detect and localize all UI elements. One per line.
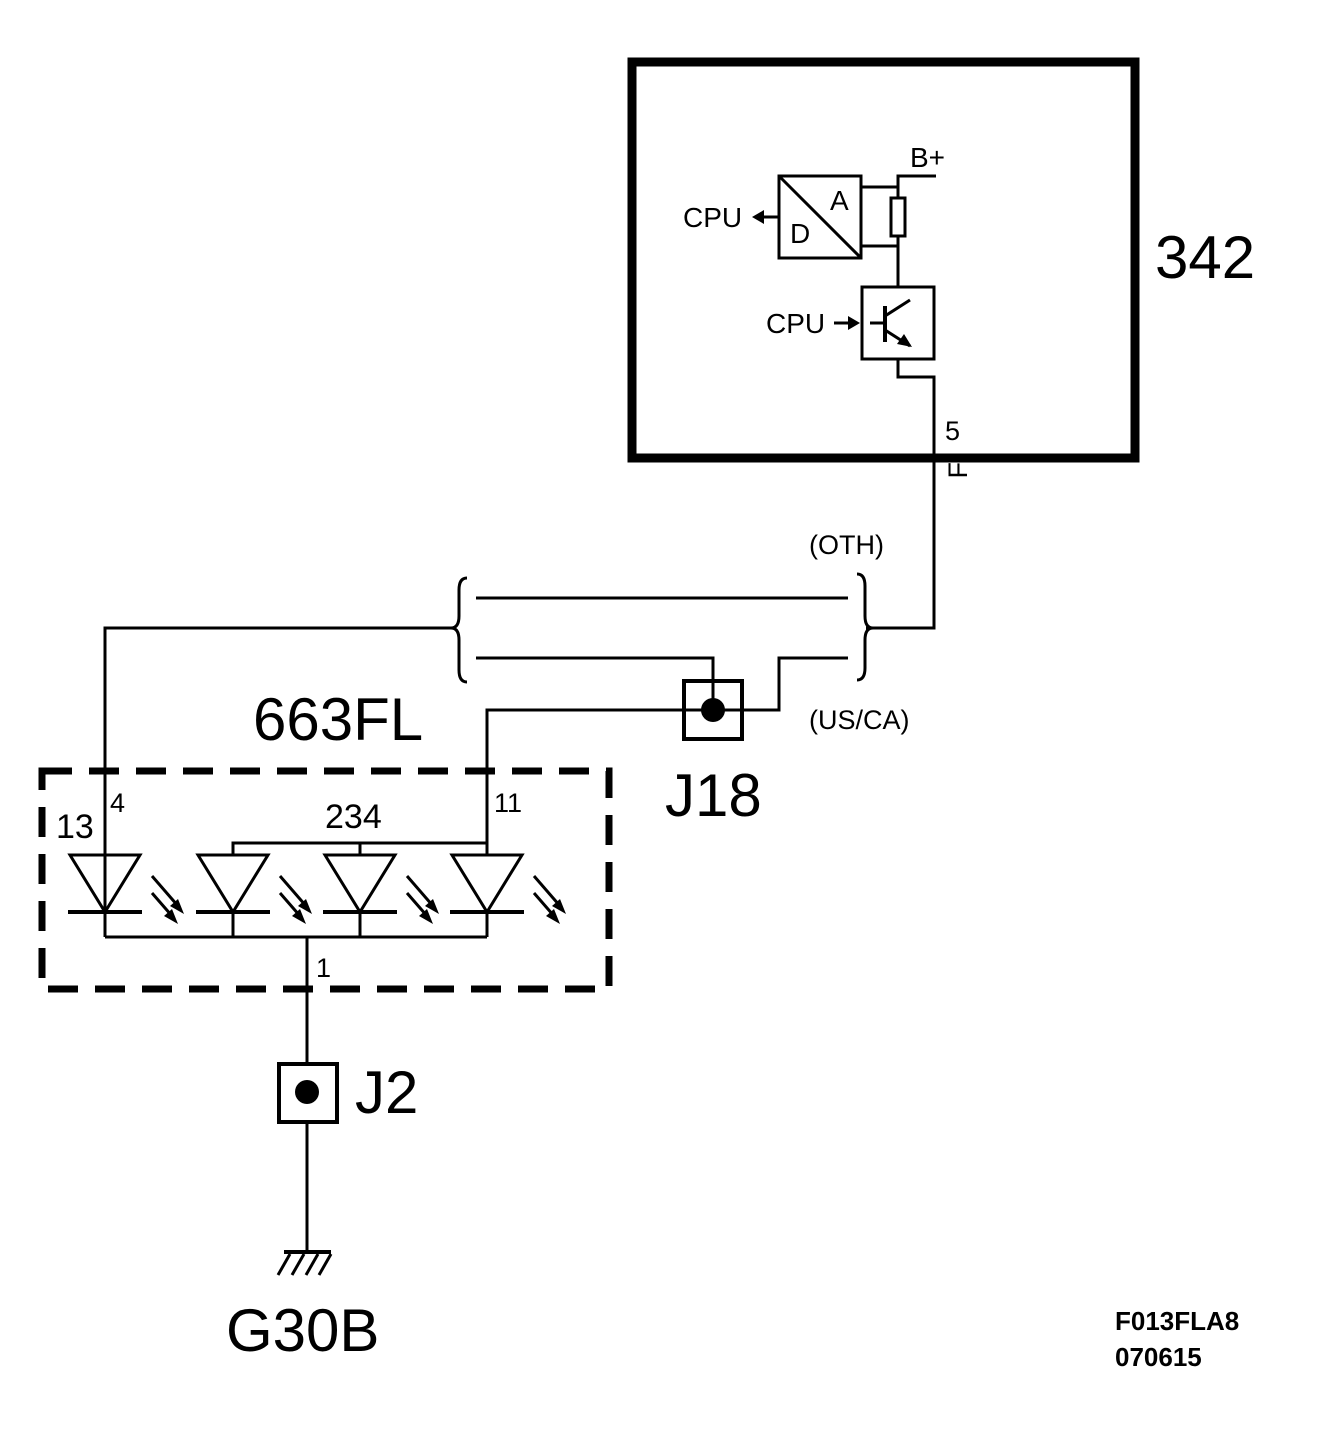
lamp-pin-1: 1 bbox=[316, 953, 331, 983]
led-3 bbox=[322, 853, 439, 937]
control-unit-label: 342 bbox=[1155, 224, 1255, 291]
arrow-left-icon bbox=[752, 210, 764, 224]
lamp-box bbox=[38, 767, 613, 993]
reference-code: F013FLA8 bbox=[1115, 1306, 1239, 1336]
resistor-icon bbox=[889, 196, 907, 238]
lamp-pin-234: 234 bbox=[325, 798, 382, 836]
lamp-pin-11-wire bbox=[485, 708, 713, 855]
cpu-input-label: CPU bbox=[766, 308, 825, 339]
light-arrow-icon bbox=[164, 909, 178, 924]
arrow-right-icon bbox=[848, 316, 860, 330]
reference-date: 070615 bbox=[1115, 1342, 1202, 1372]
control-unit-pin-5: 5 bbox=[945, 416, 960, 446]
variant-brace-left bbox=[450, 576, 468, 684]
adc-label-a: A bbox=[830, 185, 849, 216]
ground-label: G30B bbox=[226, 1297, 379, 1364]
lamp-pin-13: 13 bbox=[56, 808, 94, 846]
light-arrow-icon bbox=[170, 899, 184, 914]
control-unit-box bbox=[627, 57, 1140, 463]
light-arrow-icon bbox=[425, 899, 439, 914]
led-4 bbox=[449, 853, 566, 937]
adc-label-d: D bbox=[790, 218, 810, 249]
variant-usca-label: (US/CA) bbox=[809, 705, 910, 735]
junction-j18-label: J18 bbox=[665, 762, 762, 829]
cpu-output-label: CPU bbox=[683, 202, 742, 233]
light-arrow-icon bbox=[298, 899, 312, 914]
output-wire bbox=[866, 359, 936, 630]
transistor-emitter-arrow-icon bbox=[897, 334, 912, 347]
supply-wire bbox=[896, 174, 936, 286]
junction-j2-dot bbox=[295, 1080, 319, 1104]
lamp-pin-11: 11 bbox=[494, 788, 522, 818]
light-arrow-icon bbox=[292, 909, 306, 924]
light-arrow-icon bbox=[552, 899, 566, 914]
junction-j2-box bbox=[277, 1062, 339, 1124]
junction-j2-label: J2 bbox=[355, 1059, 418, 1126]
ground-icon bbox=[276, 1250, 333, 1276]
lamp-label: 663FL bbox=[253, 686, 423, 753]
lamp-pin-4: 4 bbox=[110, 788, 125, 818]
variant-brace-right bbox=[856, 572, 874, 682]
wire-color-label: F bbox=[943, 462, 973, 479]
supply-label: B+ bbox=[910, 142, 945, 173]
light-arrow-icon bbox=[419, 909, 433, 924]
lamp-pin-4-wire bbox=[103, 626, 451, 937]
variant-usca-wire-right bbox=[713, 656, 848, 712]
light-arrow-icon bbox=[546, 909, 560, 924]
variant-usca-wire-left bbox=[476, 656, 715, 710]
variant-oth-label: (OTH) bbox=[809, 530, 884, 560]
led-1 bbox=[67, 853, 184, 937]
led-2 bbox=[195, 853, 312, 937]
